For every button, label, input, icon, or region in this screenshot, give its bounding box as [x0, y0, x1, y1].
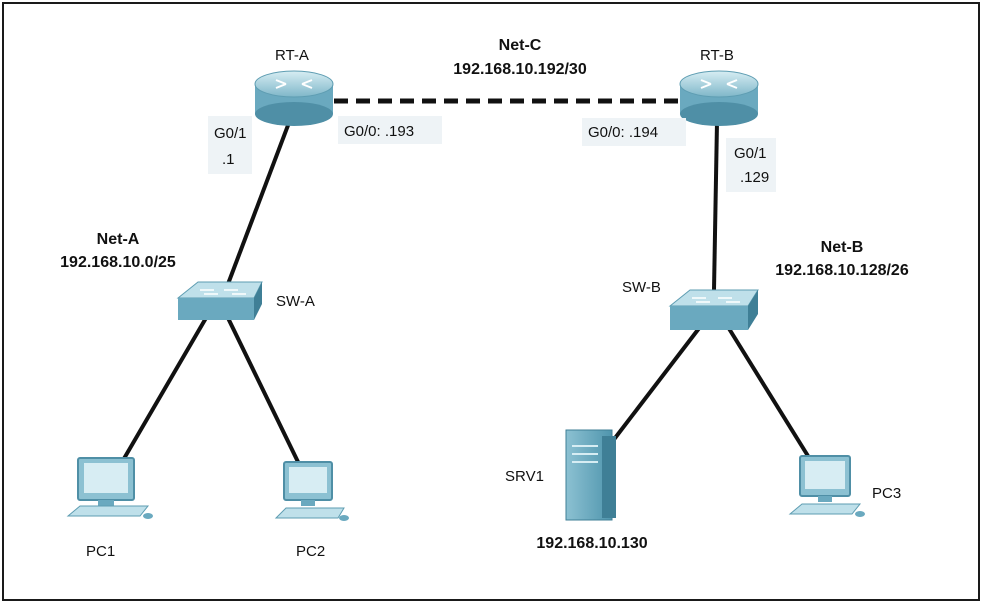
switch-arrows-icon	[692, 297, 740, 303]
rt-b-g00-label: G0/0: .194	[588, 124, 658, 141]
link-sw-a-pc2	[226, 317, 302, 467]
link-rt-a-sw-a	[226, 119, 292, 285]
net-a-subnet: 192.168.10.0/25	[60, 254, 176, 271]
rt-a-g01-ip: .1	[222, 151, 235, 168]
rt-b-g01-ip: .129	[740, 169, 769, 186]
sw-a-name: SW-A	[276, 293, 315, 310]
srv1-ip: 192.168.10.130	[536, 535, 647, 552]
pc1-name: PC1	[86, 543, 115, 560]
pc2-computer-icon[interactable]	[274, 461, 349, 521]
pc3-name: PC3	[872, 485, 901, 502]
link-rt-b-sw-b	[712, 121, 719, 291]
rt-b-g00-label-bg	[582, 118, 686, 146]
router-arrows-icon	[275, 79, 313, 89]
rt-b-g01-label-bg	[726, 138, 776, 192]
router-rt-a[interactable]	[254, 70, 334, 126]
rt-a-name: RT-A	[275, 47, 309, 64]
rt-a-g00-label: G0/0: .193	[344, 123, 414, 140]
link-sw-b-pc3	[726, 325, 810, 458]
sw-b-name: SW-B	[622, 279, 661, 296]
srv1-server-icon[interactable]	[565, 429, 616, 521]
rt-b-name: RT-B	[700, 47, 734, 64]
net-b-subnet: 192.168.10.128/26	[775, 262, 909, 279]
link-sw-b-srv1	[610, 325, 702, 444]
rt-a-g01-label: G0/1	[214, 125, 247, 142]
switch-arrows-icon	[200, 289, 246, 295]
pc3-computer-icon[interactable]	[788, 455, 865, 517]
pc2-name: PC2	[296, 543, 325, 560]
rt-a-g00-label-bg	[338, 116, 442, 144]
rt-b-g01-label: G0/1	[734, 145, 767, 162]
router-arrows-icon	[700, 79, 738, 89]
net-a-name: Net-A	[97, 231, 140, 248]
switch-sw-b[interactable]	[668, 289, 759, 330]
rt-a-g01-label-bg	[208, 116, 252, 174]
net-b-name: Net-B	[821, 239, 864, 256]
switch-sw-a[interactable]	[176, 281, 263, 320]
link-sw-a-pc1	[120, 316, 208, 464]
srv1-name: SRV1	[505, 468, 544, 485]
router-rt-b[interactable]	[679, 70, 759, 126]
net-c-subnet: 192.168.10.192/30	[453, 61, 587, 78]
pc1-computer-icon[interactable]	[66, 457, 153, 519]
net-c-name: Net-C	[499, 37, 542, 54]
